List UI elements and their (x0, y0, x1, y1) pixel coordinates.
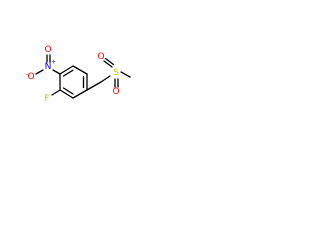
bond-s-o-top-1 (103, 60, 113, 68)
atom-nitro-oxygen: O (44, 45, 51, 55)
molecule-structure: F N + O - O S O O (26, 45, 131, 104)
bond-ring-5 (59, 89, 74, 99)
bond-ring-double-3 (62, 87, 74, 95)
nitro-nitrogen-charge: + (51, 59, 56, 66)
structure-canvas: F N + O - O S O O (0, 0, 152, 152)
bond-ch2-s (100, 75, 111, 83)
bond-ring-2 (72, 65, 88, 75)
atom-sulfur: S (113, 68, 119, 78)
atom-nitro-nitrogen: N (45, 62, 52, 72)
atom-nitro-oxygen-minus: O (27, 72, 34, 82)
bond-ring-double-1 (62, 69, 74, 77)
bond-n-o-left (35, 69, 44, 75)
bond-c-n (52, 69, 61, 75)
atom-sulfonyl-oxygen-bottom: O (112, 87, 119, 97)
bond-c-f (51, 89, 61, 96)
nitro-oxygen-charge: - (26, 71, 28, 78)
bond-s-o-top-2 (104, 57, 115, 66)
benzene-ring (59, 65, 88, 99)
bond-ring-4 (72, 89, 88, 99)
atom-sulfonyl-oxygen-top: O (97, 52, 104, 62)
bond-c-ch2 (86, 81, 102, 91)
bond-s-ch3 (120, 71, 131, 78)
bond-ring-1 (59, 65, 74, 75)
atom-fluorine: F (44, 94, 49, 104)
